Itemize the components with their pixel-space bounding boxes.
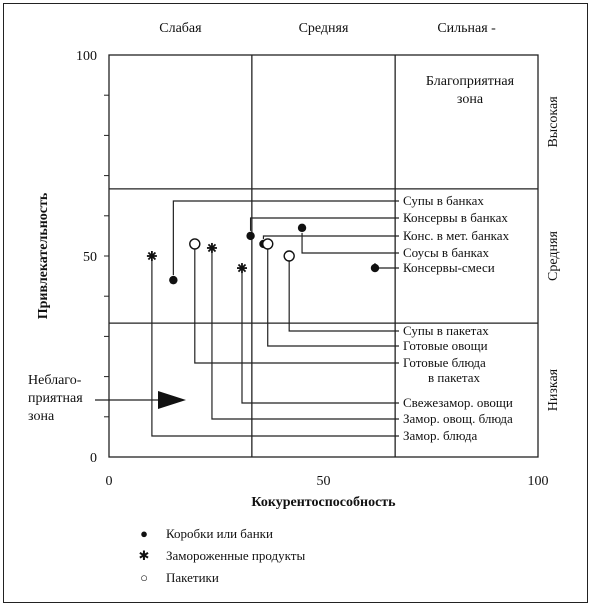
asterisk-icon: ✱ [138,548,150,563]
y-tick-label: 50 [83,250,97,265]
point-label: Замор. овощ. блюда [403,411,513,426]
leader-line [172,200,399,276]
open-circle-icon: ○ [140,570,148,585]
unfavorable-zone-label: приятная [28,391,83,406]
legend-label: Коробки или банки [166,526,273,541]
leader-line [249,217,399,231]
column-header: Сильная - [437,21,496,36]
point-label: Замор. блюда [403,428,477,443]
legend-label: Пакетики [166,570,219,585]
point-label: в пакетах [428,370,480,385]
y-axis-title: Привлекательность [36,192,51,319]
y-tick-label: 100 [76,49,97,64]
point-label: Консервы в банках [403,210,508,225]
leader-line [288,261,399,332]
data-point-filled-circle [169,275,178,285]
point-label: Готовые овощи [403,338,488,353]
data-point-filled-circle [297,223,307,233]
x-tick-label: 0 [106,474,113,489]
legend-item-frozen: ✱ Замороженные продукты [134,546,306,566]
row-label: Низкая [546,368,561,411]
leader-line [267,248,399,347]
data-point-filled-circle [370,263,380,273]
point-label: Конс. в мет. банках [403,228,510,243]
data-point-open-circle [262,238,274,250]
point-label: Супы в пакетах [403,323,489,338]
leader-line [151,261,399,437]
point-label: Свежезамор. овощи [403,395,513,410]
chart-frame [3,3,588,603]
unfavorable-arrow-head [158,391,186,409]
row-label: Высокая [546,96,561,148]
data-point-asterisk [147,251,157,261]
legend-label: Замороженные продукты [166,548,306,563]
point-label: Соусы в банках [403,245,490,260]
x-axis-title: Кокурентоспособность [251,495,396,510]
point-label: Готовые блюда [403,355,486,370]
point-label: Супы в банках [403,193,484,208]
y-tick-label: 0 [90,451,97,466]
legend-item-packets: ○ Пакетики [134,568,219,588]
leader-line [194,248,399,364]
filled-circle-icon: ● [140,526,148,541]
column-header: Средняя [299,21,349,36]
unfavorable-zone-label: Неблаго- [28,373,82,388]
row-label: Средняя [546,231,561,281]
leader-line [241,273,399,404]
unfavorable-zone-label: зона [28,409,55,424]
favorable-zone-label: Благоприятная [426,74,515,89]
data-point-asterisk [207,243,217,253]
data-point-filled-circle [246,231,255,241]
data-point-asterisk [237,263,247,273]
column-header: Слабая [159,21,202,36]
favorable-zone-label: зона [457,92,484,107]
legend-item-boxes: ● Коробки или банки [134,524,273,544]
leader-line [301,232,399,254]
leader-line [262,235,399,239]
data-point-open-circle [189,238,201,250]
point-label: Консервы-смеси [403,260,495,275]
leader-line [211,252,399,420]
x-tick-label: 100 [528,474,549,489]
x-tick-label: 50 [317,474,331,489]
data-point-open-circle [283,250,295,262]
